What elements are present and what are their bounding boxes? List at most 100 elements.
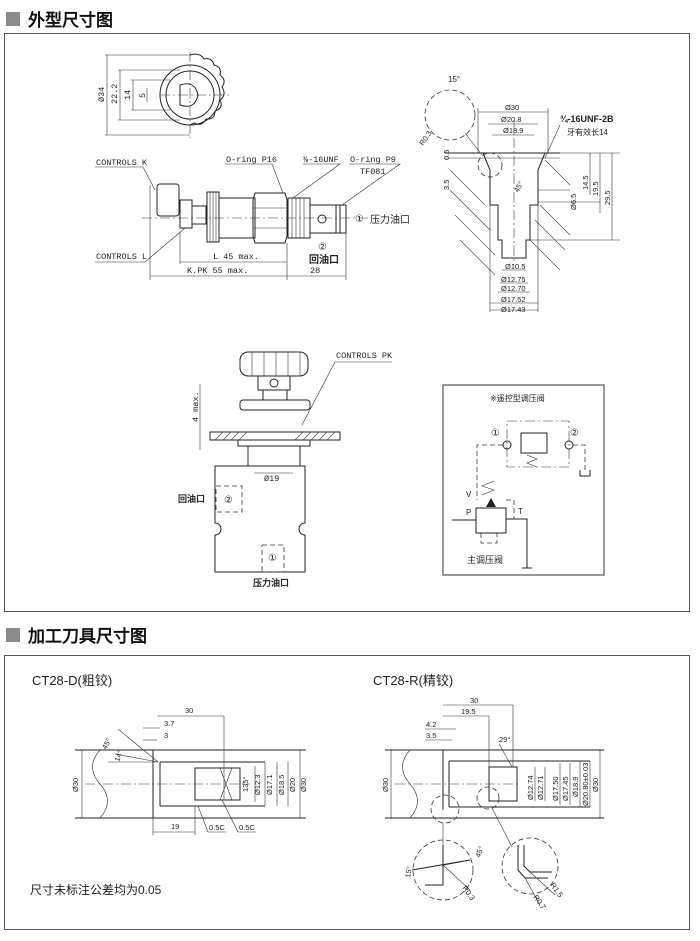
tool-r-dim-d18-9: Ø18.9 xyxy=(571,777,580,797)
schematic-t: T xyxy=(518,507,523,516)
dim-14-5: 14.5 xyxy=(581,175,590,190)
dim-l45: L 45 max. xyxy=(213,252,259,262)
tool-d-dim-d20: Ø20 xyxy=(288,778,297,792)
dim-4-max: 4 max. xyxy=(191,391,201,422)
dim-d17-43: Ø17.43 xyxy=(501,305,526,314)
schematic-main-label: 主调压阀 xyxy=(467,554,503,565)
dim-angle-15: 15° xyxy=(448,75,460,84)
dim-d10-5: Ø10.5 xyxy=(505,262,525,271)
panel-port2-number: ② xyxy=(224,495,233,506)
dim-d18-9: Ø18.9 xyxy=(503,126,523,135)
panel-view-drawing: CONTROLS PK 4 max. Ø19 回油口 ② ① 压力油口 xyxy=(178,351,393,588)
tool-r-angle-45: 45° xyxy=(473,845,485,859)
tool-d-dim-19: 19 xyxy=(171,822,179,831)
tool-d-chamfer-1: 0.5C xyxy=(209,823,225,832)
tolerance-note: 尺寸未标注公差均为0.05 xyxy=(30,882,162,897)
dim-d6-5: Ø6.5 xyxy=(569,194,578,210)
tool-d-dim-d17-1: Ø17.1 xyxy=(265,775,274,795)
port1-label: 压力油口 xyxy=(370,213,410,226)
tool-r-title: CT28-R(精铰) xyxy=(373,673,453,688)
tool-r-dim-4-2: 4.2 xyxy=(426,720,436,729)
tool-r-dim-30: 30 xyxy=(470,696,478,705)
dim-28: 28 xyxy=(310,266,320,276)
tooling-drawing-frame xyxy=(4,655,690,930)
tool-r-r03: R0.3 xyxy=(460,884,476,902)
tool-d-dim-3-7: 3.7 xyxy=(164,719,174,728)
tool-r-dim-3-5: 3.5 xyxy=(426,731,436,740)
side-view-drawing: CONTROLS K CONTROLS L O-ring P16 ⅜-16UNF… xyxy=(95,155,410,280)
tool-d-angle-45: 45° xyxy=(100,737,113,751)
tool-d-dim-d18-5: Ø18.5 xyxy=(277,775,286,795)
label-thread-length: 牙有效长14 xyxy=(567,127,608,137)
tool-r-dim-19-5: 19.5 xyxy=(461,707,476,716)
section-square-icon xyxy=(6,11,20,26)
tool-r-dim-d30-left: Ø30 xyxy=(381,778,390,792)
dim-d34: Ø34 xyxy=(97,87,107,102)
section-square-icon xyxy=(6,627,20,642)
section-title-text: 加工刀具尺寸图 xyxy=(28,627,147,646)
tool-d-angle-14: 14° xyxy=(112,749,124,763)
section-title-tooling: 加工刀具尺寸图 xyxy=(6,622,147,647)
tool-d-chamfer-2: 0.5C xyxy=(239,823,255,832)
hydraulic-schematic: ※遥控型调压阀 ① ② V P T 主调压阀 xyxy=(442,384,605,576)
tool-d-dim-d30: Ø30 xyxy=(299,778,308,792)
dim-14: 14 xyxy=(123,90,133,100)
section-title-text: 外型尺寸图 xyxy=(28,11,113,30)
dim-3-5: 3.5 xyxy=(442,180,451,190)
label-controls-k: CONTROLS K xyxy=(96,158,148,168)
tool-d-dim-d12-3: Ø12.3 xyxy=(253,775,262,795)
schematic-port1: ① xyxy=(491,428,500,439)
tool-d-dim-30: 30 xyxy=(185,706,193,715)
tool-d-dim-3: 3 xyxy=(164,731,168,740)
section-title-outline: 外型尺寸图 xyxy=(6,6,113,31)
dim-d19: Ø19 xyxy=(264,474,279,484)
tool-d-title: CT28-D(粗铰) xyxy=(32,673,112,688)
panel-port1-label: 压力油口 xyxy=(253,577,289,588)
dim-5: 5 xyxy=(138,93,148,98)
tool-r-angle-15: 15° xyxy=(403,866,414,879)
tool-r-r15: R1.5 xyxy=(548,881,564,899)
label-oring-p9: O-ring P9 xyxy=(350,155,396,165)
dim-d12-75: Ø12.75 xyxy=(501,275,526,284)
dim-0-5: 0.5 xyxy=(442,150,451,160)
label-tf081: TF081 xyxy=(360,167,386,177)
tool-r-dim-d17-45: Ø17.45 xyxy=(561,776,570,801)
tool-r-angle-29: 29° xyxy=(499,735,510,744)
schematic-v: V xyxy=(466,490,472,499)
label-thread-spec: ¾-16UNF-2B xyxy=(560,114,614,124)
dim-d17-52: Ø17.52 xyxy=(501,295,526,304)
panel-port2-label: 回油口 xyxy=(178,493,205,504)
schematic-title: ※遥控型调压阀 xyxy=(490,393,545,403)
port1-number: ① xyxy=(355,214,364,225)
dim-22-2: 22.2 xyxy=(110,84,120,104)
dim-d20-8: Ø20.8 xyxy=(501,115,521,124)
schematic-p: P xyxy=(466,508,471,517)
schematic-port2: ② xyxy=(570,428,579,439)
label-oring-p16: O-ring P16 xyxy=(226,155,277,165)
outline-drawing-frame xyxy=(4,33,690,612)
end-view-drawing: Ø34 22.2 14 5 xyxy=(97,52,230,138)
tool-r-dim-d20-80: Ø20.80±0.03 xyxy=(581,763,590,806)
label-controls-pk: CONTROLS PK xyxy=(336,351,393,361)
tool-r-r07: R0.7 xyxy=(531,893,547,911)
tool-r-dim-d17-50: Ø17.50 xyxy=(551,776,560,801)
tool-ct28-d-drawing: CT28-D(粗铰) 30 3.7 3 45° 14° Ø30 135° Ø12… xyxy=(32,673,308,835)
label-unf-thread: ⅜-16UNF xyxy=(303,155,339,165)
tool-ct28-r-drawing: CT28-R(精铰) 30 19.5 4.2 3.5 29° Ø30 Ø12.7… xyxy=(373,673,604,911)
tool-r-dim-d12-74: Ø12.74 xyxy=(526,775,535,800)
dim-d12-70: Ø12.70 xyxy=(501,284,526,293)
port2-label: 回油口 xyxy=(309,253,339,266)
tool-d-angle-135: 135° xyxy=(241,776,250,792)
dim-kpk55: K.PK 55 max. xyxy=(187,266,248,276)
label-controls-l: CONTROLS L xyxy=(96,252,147,262)
dim-19-5: 19.5 xyxy=(591,181,600,196)
tool-d-dim-d30-left: Ø30 xyxy=(71,778,80,792)
tool-r-dim-d12-71: Ø12.71 xyxy=(536,775,545,800)
tool-r-dim-d30: Ø30 xyxy=(591,778,600,792)
dim-d30: Ø30 xyxy=(505,103,519,112)
panel-port1-number: ① xyxy=(268,553,277,564)
cavity-drawing: 15° R0.3 Ø30 Ø20.8 Ø18.9 ¾-16UNF-2B 牙有效长… xyxy=(417,75,620,314)
port2-number: ② xyxy=(318,242,327,253)
dim-29-5: 29.5 xyxy=(603,190,612,205)
